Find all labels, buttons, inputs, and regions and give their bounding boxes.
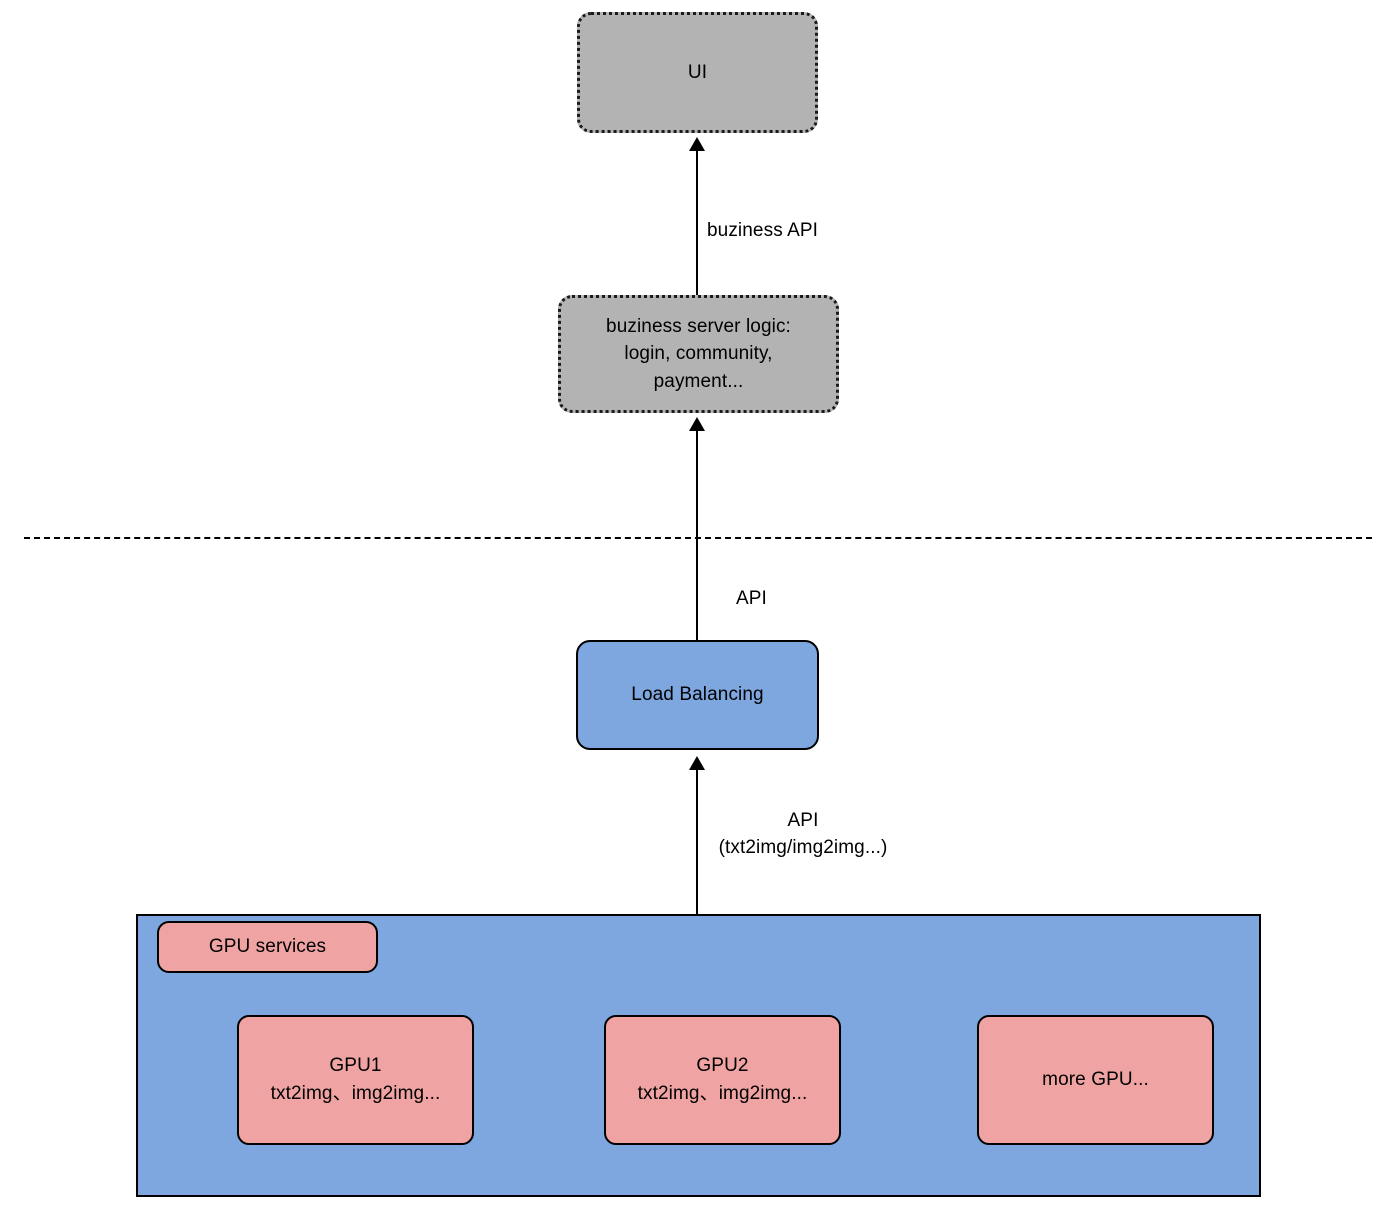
node-more-gpu[interactable]: more GPU...: [977, 1015, 1214, 1145]
edge-arrowhead-business-to-ui: [689, 137, 705, 151]
edge-line-lb-to-business: [696, 427, 698, 640]
edge-label-api: API: [736, 588, 767, 609]
edge-arrowhead-gpu-to-lb: [689, 756, 705, 770]
node-gpu2[interactable]: GPU2 txt2img、img2img...: [604, 1015, 841, 1145]
node-gpu-services-label[interactable]: GPU services: [157, 921, 378, 973]
edge-label-business-api: buziness API: [707, 220, 819, 241]
node-load-balancing[interactable]: Load Balancing: [576, 640, 819, 750]
edge-arrowhead-lb-to-business: [689, 417, 705, 431]
edge-label-api-txt2img: API (txt2img/img2img...): [718, 810, 888, 858]
tier-separator-dashed-line: [24, 537, 1372, 539]
edge-line-gpu-to-lb: [696, 765, 698, 914]
node-gpu1[interactable]: GPU1 txt2img、img2img...: [237, 1015, 474, 1145]
edge-line-business-to-ui: [696, 146, 698, 295]
node-ui[interactable]: UI: [577, 12, 818, 133]
node-business-server-logic[interactable]: buziness server logic: login, community,…: [558, 295, 839, 413]
